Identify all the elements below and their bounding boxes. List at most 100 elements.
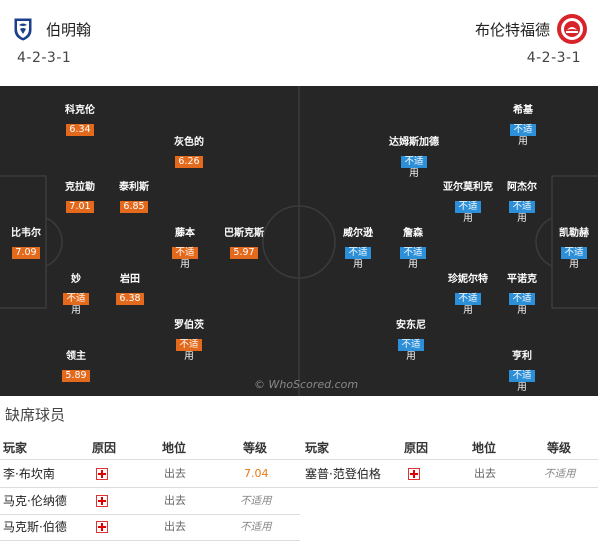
player-name: 威尔逊 bbox=[343, 228, 373, 239]
away-player[interactable]: 珍妮尔特 不适 用 bbox=[443, 273, 493, 317]
player-name: 巴斯克斯 bbox=[224, 228, 264, 239]
divider bbox=[0, 487, 300, 488]
player-rating: 不适 bbox=[345, 247, 371, 259]
col-status: 地位 bbox=[162, 441, 187, 455]
away-player[interactable]: 阿杰尔 不适 用 bbox=[497, 181, 547, 225]
home-player[interactable]: 灰色的 6.26 bbox=[164, 136, 214, 168]
player-name: 珍妮尔特 bbox=[448, 274, 488, 285]
injury-icon bbox=[96, 468, 108, 480]
player-name: 亨利 bbox=[512, 351, 532, 362]
missing-players-title: 缺席球员 bbox=[5, 406, 66, 424]
rating: 不适用 bbox=[240, 495, 272, 507]
home-team-name: 伯明翰 bbox=[46, 20, 92, 39]
away-player[interactable]: 希基 不适 用 bbox=[498, 104, 548, 148]
col-status: 地位 bbox=[472, 441, 497, 455]
col-reason: 原因 bbox=[92, 441, 117, 455]
player-rating-suffix: 用 bbox=[518, 136, 528, 147]
player-rating: 7.01 bbox=[66, 201, 94, 213]
away-formation: 4-2-3-1 bbox=[526, 50, 581, 66]
home-team[interactable]: 伯明翰 bbox=[14, 17, 91, 41]
player-rating: 不适 bbox=[509, 201, 535, 213]
home-player[interactable]: 巴斯克斯 5.97 bbox=[219, 227, 269, 259]
player-rating: 5.97 bbox=[230, 247, 258, 259]
player-name: 平诺克 bbox=[507, 274, 537, 285]
status: 出去 bbox=[474, 467, 496, 480]
player-rating: 7.09 bbox=[12, 247, 40, 259]
player-rating: 不适 bbox=[172, 247, 198, 259]
player-name: 比韦尔 bbox=[11, 228, 41, 239]
player-name[interactable]: 塞普·范登伯格 bbox=[305, 467, 381, 481]
col-player: 玩家 bbox=[3, 441, 28, 455]
status: 出去 bbox=[164, 520, 186, 533]
divider bbox=[0, 540, 300, 541]
player-name: 藤本 bbox=[175, 228, 195, 239]
player-rating: 不适 bbox=[401, 156, 427, 168]
home-player[interactable]: 妙 不适 用 bbox=[51, 273, 101, 317]
player-rating-suffix: 用 bbox=[517, 305, 527, 316]
home-player[interactable]: 领主 5.89 bbox=[51, 350, 101, 382]
player-name[interactable]: 马克·伦纳德 bbox=[3, 494, 67, 508]
table-row[interactable]: 马克斯·伯德 出去 不适用 bbox=[0, 514, 300, 540]
player-rating: 不适 bbox=[400, 247, 426, 259]
rating: 不适用 bbox=[240, 521, 272, 533]
player-name: 詹森 bbox=[403, 228, 423, 239]
away-team-name: 布伦特福德 bbox=[474, 20, 550, 39]
table-row[interactable]: 李·布坎南 出去 7.04 bbox=[0, 461, 300, 487]
home-player[interactable]: 比韦尔 7.09 bbox=[1, 227, 51, 259]
away-player[interactable]: 亚尔莫利克 不适 用 bbox=[443, 181, 493, 225]
away-player[interactable]: 威尔逊 不适 用 bbox=[333, 227, 383, 271]
away-player[interactable]: 平诺克 不适 用 bbox=[497, 273, 547, 317]
player-rating: 不适 bbox=[509, 293, 535, 305]
home-player[interactable]: 泰利斯 6.85 bbox=[109, 181, 159, 213]
player-rating: 不适 bbox=[176, 339, 202, 351]
divider bbox=[0, 459, 598, 460]
col-player: 玩家 bbox=[305, 441, 330, 455]
player-rating: 6.85 bbox=[120, 201, 148, 213]
home-player[interactable]: 岩田 6.38 bbox=[105, 273, 155, 305]
pitch: 科克伦 6.34 灰色的 6.26 克拉勒 7.01 泰利斯 6.85 比韦尔 … bbox=[0, 86, 598, 396]
missing-table-header: 玩家 原因 地位 等级 玩家 原因 地位 等级 bbox=[0, 435, 598, 457]
player-name: 领主 bbox=[66, 351, 86, 362]
player-rating: 不适 bbox=[398, 339, 424, 351]
home-player[interactable]: 科克伦 6.34 bbox=[55, 104, 105, 136]
divider bbox=[0, 514, 300, 515]
player-name: 岩田 bbox=[120, 274, 140, 285]
player-rating: 不适 bbox=[455, 293, 481, 305]
away-player[interactable]: 达姆斯加德 不适 用 bbox=[389, 136, 439, 180]
player-name: 灰色的 bbox=[174, 137, 204, 148]
player-rating: 6.38 bbox=[116, 293, 144, 305]
divider bbox=[300, 487, 598, 488]
player-name: 达姆斯加德 bbox=[389, 137, 439, 148]
table-row[interactable]: 马克·伦纳德 出去 不适用 bbox=[0, 488, 300, 514]
away-player[interactable]: 安东尼 不适 用 bbox=[386, 319, 436, 363]
player-name[interactable]: 马克斯·伯德 bbox=[3, 520, 67, 534]
away-player[interactable]: 詹森 不适 用 bbox=[388, 227, 438, 271]
player-rating-suffix: 用 bbox=[463, 213, 473, 224]
player-rating: 6.26 bbox=[175, 156, 203, 168]
match-header: 伯明翰 4-2-3-1 布伦特福德 4-2-3-1 bbox=[0, 0, 598, 84]
away-team[interactable]: 布伦特福德 bbox=[475, 13, 588, 45]
player-rating-suffix: 用 bbox=[517, 213, 527, 224]
home-player[interactable]: 克拉勒 7.01 bbox=[55, 181, 105, 213]
rating: 7.04 bbox=[244, 467, 269, 480]
injury-icon bbox=[96, 495, 108, 507]
player-name: 罗伯茨 bbox=[174, 320, 204, 331]
home-formation: 4-2-3-1 bbox=[17, 50, 72, 66]
player-rating-suffix: 用 bbox=[180, 259, 190, 270]
player-rating: 不适 bbox=[510, 124, 536, 136]
away-player[interactable]: 凯勒赫 不适 用 bbox=[549, 227, 598, 271]
col-rating: 等级 bbox=[547, 441, 572, 455]
table-row[interactable]: 塞普·范登伯格 出去 不适用 bbox=[300, 461, 598, 487]
player-name: 克拉勒 bbox=[65, 182, 95, 193]
status: 出去 bbox=[164, 467, 186, 480]
home-player[interactable]: 罗伯茨 不适 用 bbox=[164, 319, 214, 363]
player-name: 亚尔莫利克 bbox=[443, 182, 493, 193]
player-rating-suffix: 用 bbox=[463, 305, 473, 316]
col-rating: 等级 bbox=[243, 441, 268, 455]
player-name[interactable]: 李·布坎南 bbox=[3, 467, 55, 481]
player-name: 泰利斯 bbox=[119, 182, 149, 193]
away-player[interactable]: 亨利 不适 用 bbox=[497, 350, 547, 394]
home-player[interactable]: 藤本 不适 用 bbox=[160, 227, 210, 271]
brentford-crest-icon bbox=[557, 14, 587, 44]
player-name: 科克伦 bbox=[65, 105, 95, 116]
